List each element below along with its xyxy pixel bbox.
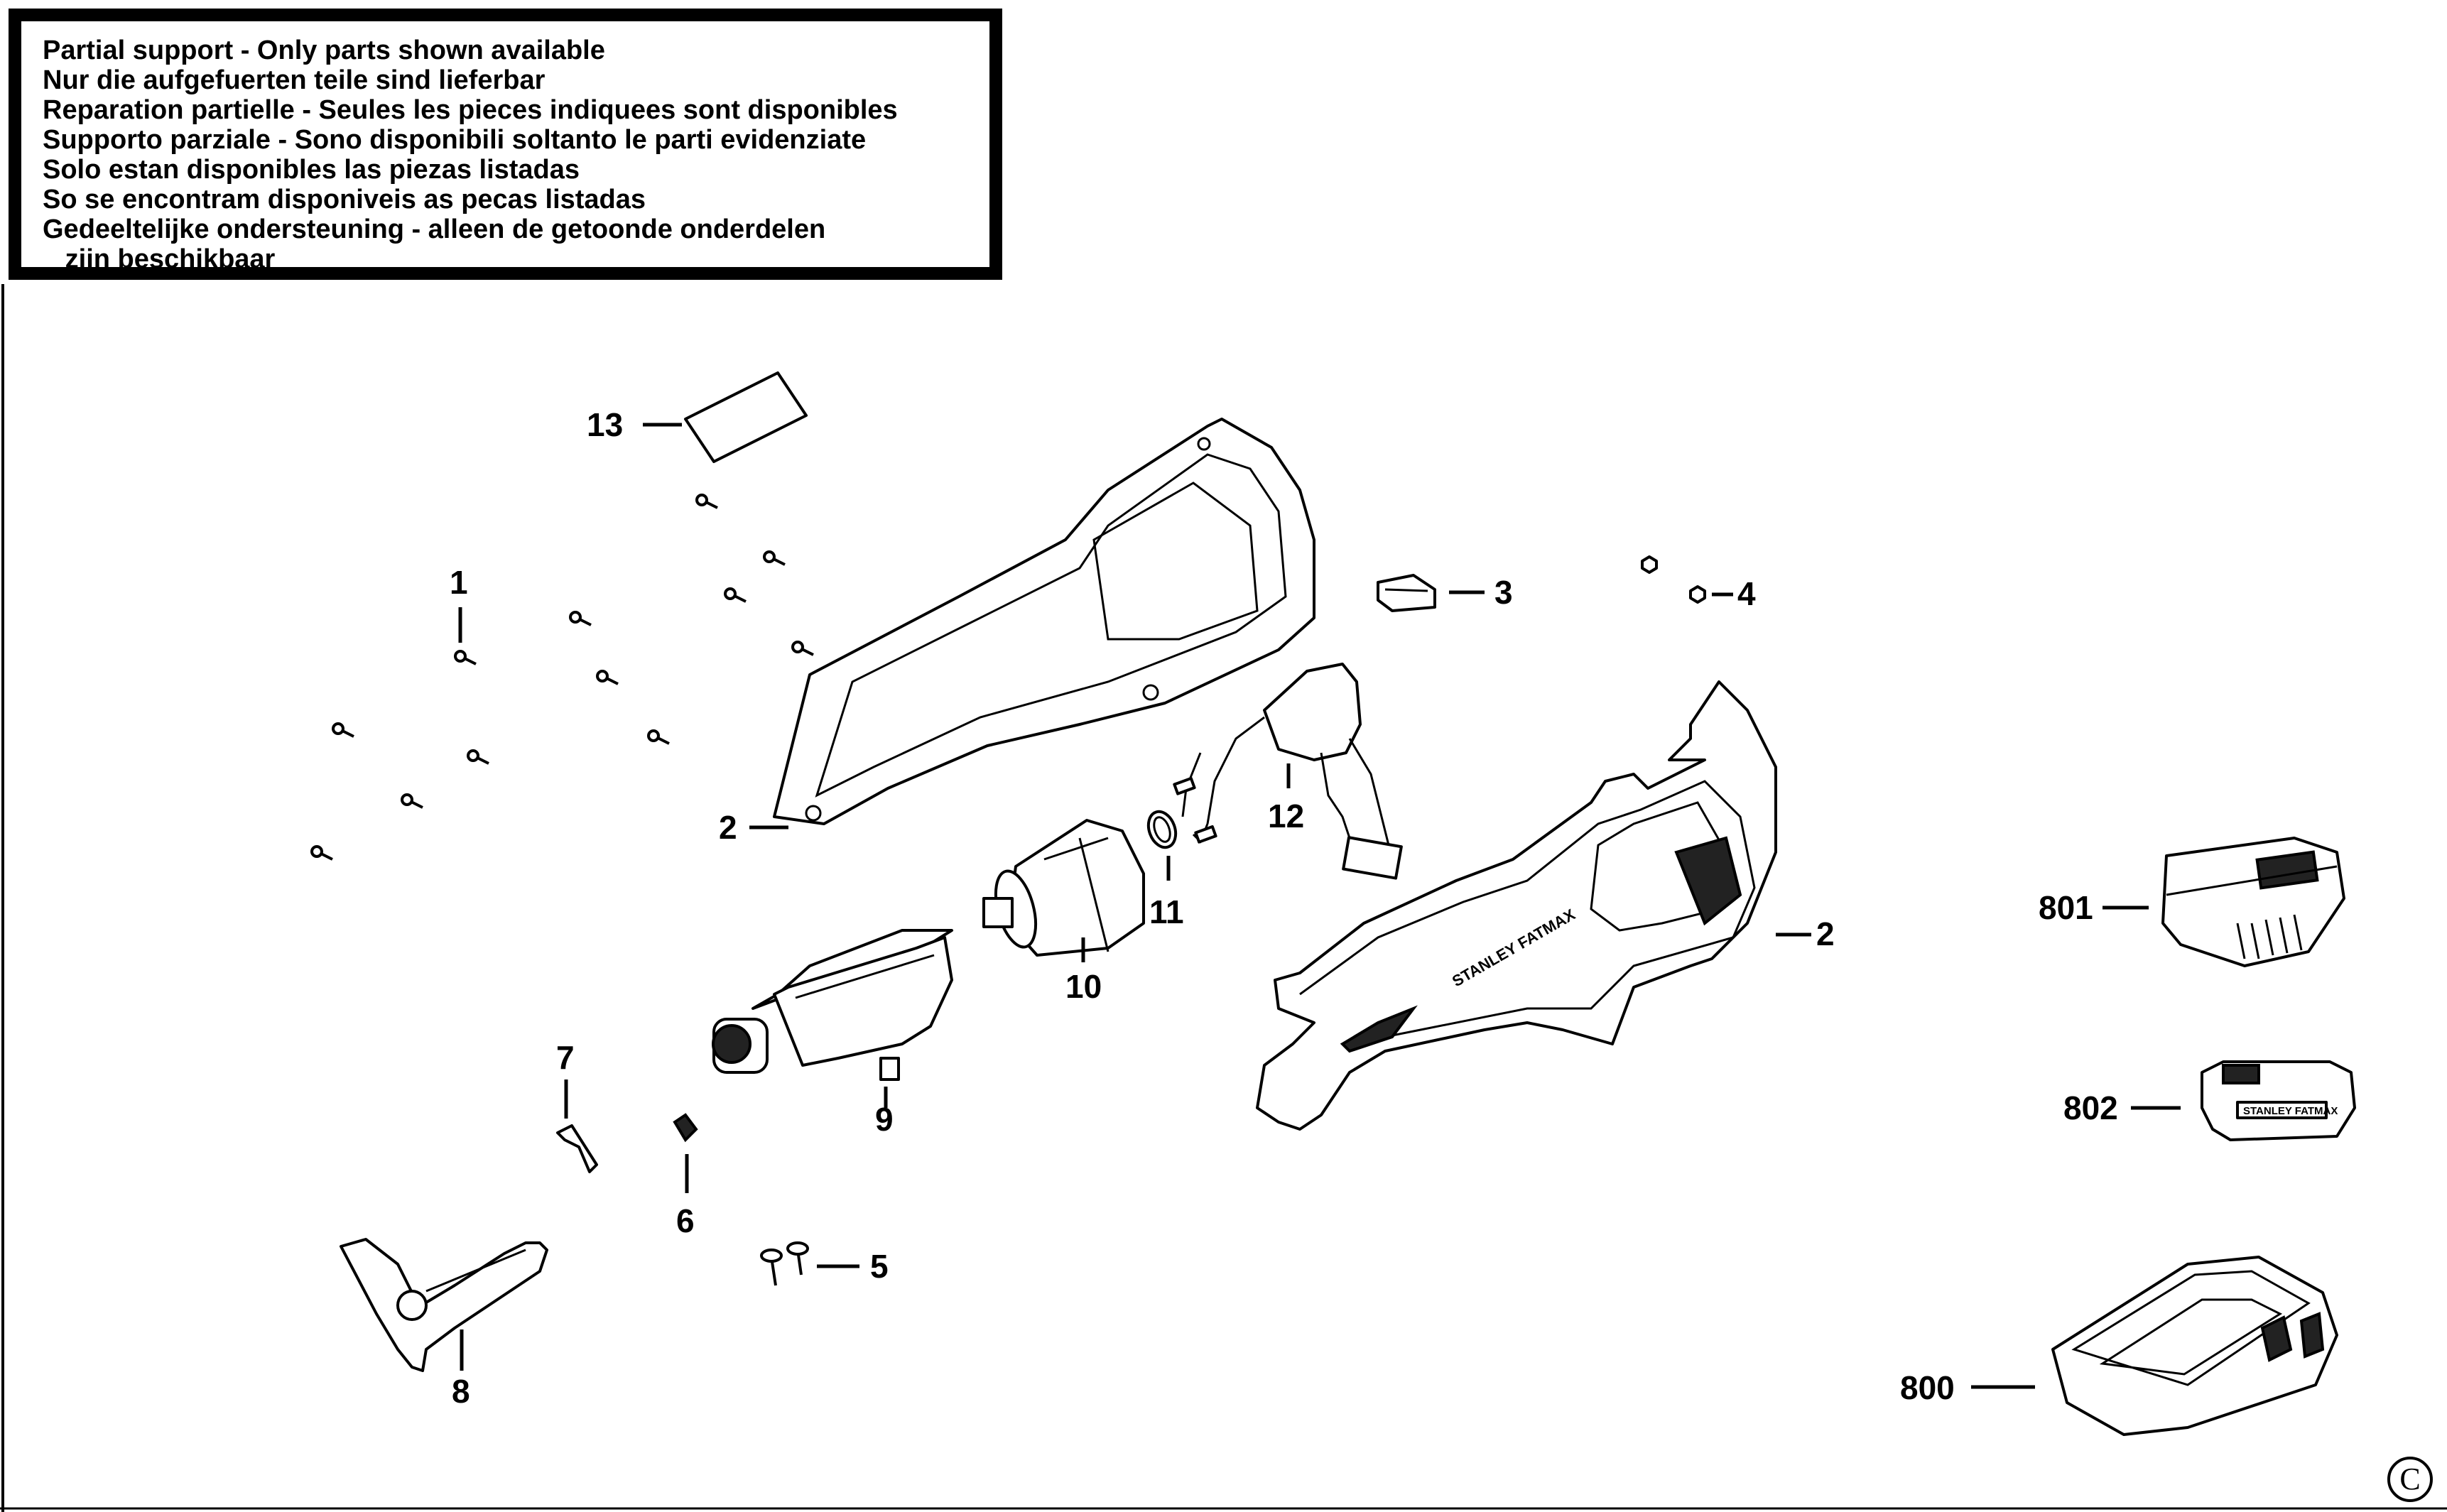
notice-line-fr: Reparation partielle - Seules les pieces…	[43, 95, 898, 125]
ref-label-2-right: 2	[1816, 915, 1835, 952]
notice-line-pt: So se encontram disponiveis as pecas lis…	[43, 185, 646, 214]
screw-icon	[310, 494, 814, 861]
ring-icon	[1146, 810, 1178, 849]
ref-label-11: 11	[1149, 893, 1184, 930]
pad-icon	[673, 1113, 698, 1143]
label-icon	[684, 371, 808, 463]
ref-label-801: 801	[2039, 889, 2093, 926]
kitbox-icon	[2051, 1256, 2338, 1436]
battery-large-icon	[2161, 837, 2345, 967]
ref-label-1: 1	[450, 564, 468, 601]
notice-line-de: Nur die aufgefuerten teile sind lieferba…	[43, 65, 546, 95]
ref-label-9: 9	[875, 1101, 894, 1138]
svg-text:STANLEY FATMAX: STANLEY FATMAX	[2243, 1105, 2338, 1117]
ref-label-2-left: 2	[719, 809, 737, 846]
ref-label-10: 10	[1065, 968, 1102, 1005]
ref-label-13: 13	[587, 406, 623, 443]
screw-icon-5	[760, 1241, 809, 1286]
gear-case-icon	[712, 929, 953, 1081]
nut-icon	[1641, 555, 1706, 604]
ref-label-802: 802	[2063, 1089, 2118, 1126]
ref-label-800: 800	[1900, 1369, 1955, 1406]
ref-label-7: 7	[556, 1039, 575, 1076]
ref-label-5: 5	[870, 1248, 889, 1285]
battery-small-icon: STANLEY FATMAX	[2201, 1060, 2356, 1141]
notice-line-nl-cont: zijn beschikbaar	[43, 244, 276, 274]
copyright-symbol: C	[2387, 1457, 2433, 1502]
shoe-icon	[340, 1238, 548, 1372]
ref-label-8: 8	[452, 1373, 470, 1410]
notice-line-en: Partial support - Only parts shown avail…	[43, 36, 605, 65]
ref-label-4: 4	[1737, 575, 1756, 612]
spring-clip-icon	[556, 1124, 598, 1173]
ref-label-12: 12	[1268, 798, 1304, 834]
clip-icon	[1377, 574, 1436, 612]
availability-notice: Partial support - Only parts shown avail…	[9, 9, 1002, 280]
ref-label-3: 3	[1494, 574, 1513, 611]
motor-icon	[982, 819, 1145, 957]
notice-line-es: Solo estan disponibles las piezas listad…	[43, 155, 580, 185]
switch-icon	[1173, 663, 1403, 880]
housing-right-icon: STANLEY FATMAX	[1256, 680, 1777, 1131]
notice-line-it: Supporto parziale - Sono disponibili sol…	[43, 125, 867, 155]
ref-label-6: 6	[676, 1202, 695, 1239]
notice-line-nl: Gedeeltelijke ondersteuning - alleen de …	[43, 214, 826, 244]
housing-left-icon	[773, 418, 1315, 825]
